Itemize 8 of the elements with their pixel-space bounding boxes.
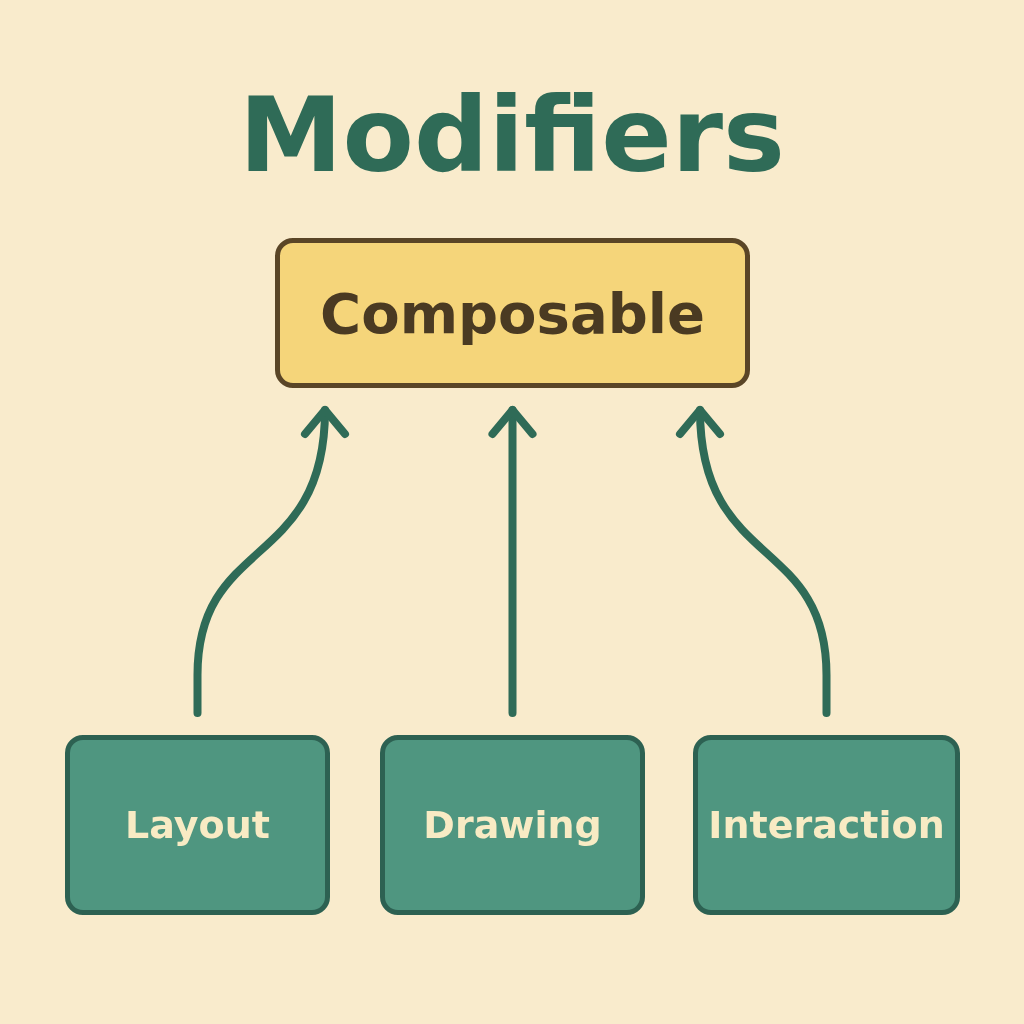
target-box: Composable bbox=[275, 238, 750, 388]
arrow bbox=[488, 406, 537, 717]
category-box: Drawing bbox=[380, 735, 645, 915]
category-box: Interaction bbox=[693, 735, 960, 915]
diagram-title: Modifiers bbox=[239, 78, 785, 193]
arrow bbox=[677, 406, 831, 717]
arrow bbox=[193, 406, 348, 717]
category-box: Layout bbox=[65, 735, 330, 915]
